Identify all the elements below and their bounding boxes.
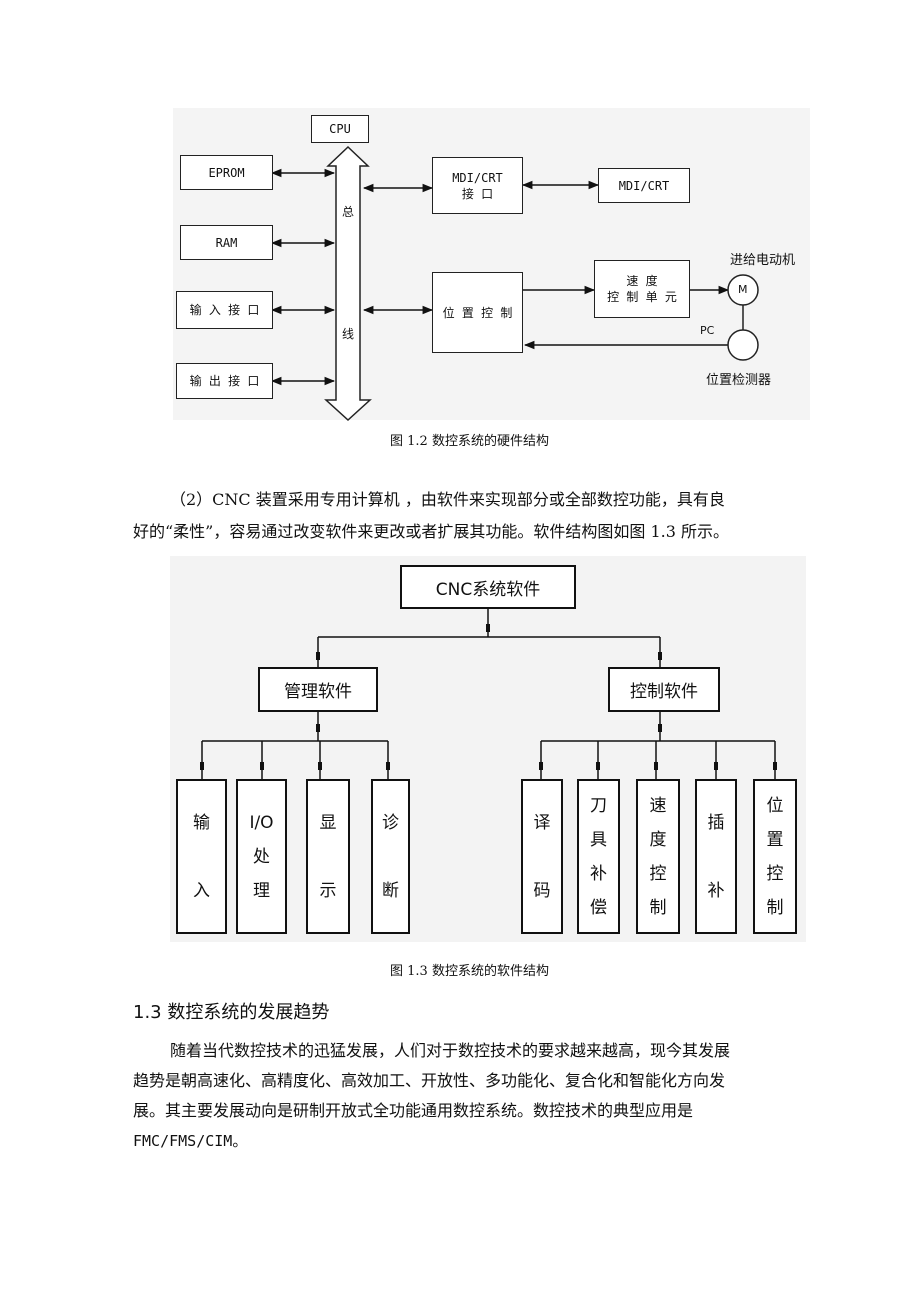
bus-arrow	[324, 145, 372, 422]
leaf-interpolation: 插 补	[695, 779, 737, 934]
control-software-box: 控制软件	[608, 667, 720, 712]
section-line-2: 趋势是朝高速化、高精度化、高效加工、开放性、多功能化、复合化和智能化方向发	[133, 1071, 726, 1090]
bus-label-bottom: 线	[342, 327, 355, 341]
output-port-box: 输 出 接 口	[176, 363, 273, 399]
leaf-diagnosis: 诊 断	[371, 779, 410, 934]
input-port-box: 输 入 接 口	[176, 291, 273, 329]
figure-1-3-caption: 图 1.3 数控系统的软件结构	[390, 964, 549, 979]
leaf-tool-compensation: 刀 具 补 偿	[577, 779, 620, 934]
section-line-4: FMC/FMS/CIM。	[133, 1132, 248, 1150]
leaf-position-control: 位 置 控 制	[753, 779, 797, 934]
leaf-decode: 译 码	[521, 779, 563, 934]
motor-symbol: M	[738, 283, 748, 296]
motor-label: 进给电动机	[730, 253, 796, 268]
cpu-box: CPU	[311, 115, 369, 143]
detector-circle	[727, 329, 759, 361]
leaf-speed-control: 速 度 控 制	[636, 779, 680, 934]
bus-label-top: 总	[342, 205, 355, 219]
cnc-software-root-box: CNC系统软件	[400, 565, 576, 609]
management-software-box: 管理软件	[258, 667, 378, 712]
pc-label: PC	[700, 324, 715, 337]
leaf-input: 输 入	[176, 779, 227, 934]
mdi-crt-box: MDI/CRT	[598, 168, 690, 203]
leaf-display: 显 示	[306, 779, 350, 934]
position-control-box: 位 置 控 制	[432, 272, 523, 353]
leaf-io-processing: I/O 处 理	[236, 779, 287, 934]
section-line-3: 展。其主要发展动向是研制开放式全功能通用数控系统。数控技术的典型应用是	[133, 1101, 694, 1120]
section-heading: 1.3 数控系统的发展趋势	[133, 1002, 330, 1023]
speed-control-box: 速 度 控 制 单 元	[594, 260, 690, 318]
detector-label: 位置检测器	[706, 373, 772, 388]
figure-1-2-caption: 图 1.2 数控系统的硬件结构	[390, 434, 549, 449]
eprom-box: EPROM	[180, 155, 273, 190]
paragraph-1-line-2: 好的“柔性”，容易通过改变软件来更改或者扩展其功能。软件结构图如图 1.3 所示…	[133, 522, 729, 541]
mdi-crt-port-box: MDI/CRT 接 口	[432, 157, 523, 214]
paragraph-1-line-1: （2）CNC 装置采用专用计算机 ，由软件来实现部分或全部数控功能，具有良	[170, 490, 725, 509]
ram-box: RAM	[180, 225, 273, 260]
section-line-1: 随着当代数控技术的迅猛发展，人们对于数控技术的要求越来越高，现今其发展	[170, 1041, 731, 1060]
